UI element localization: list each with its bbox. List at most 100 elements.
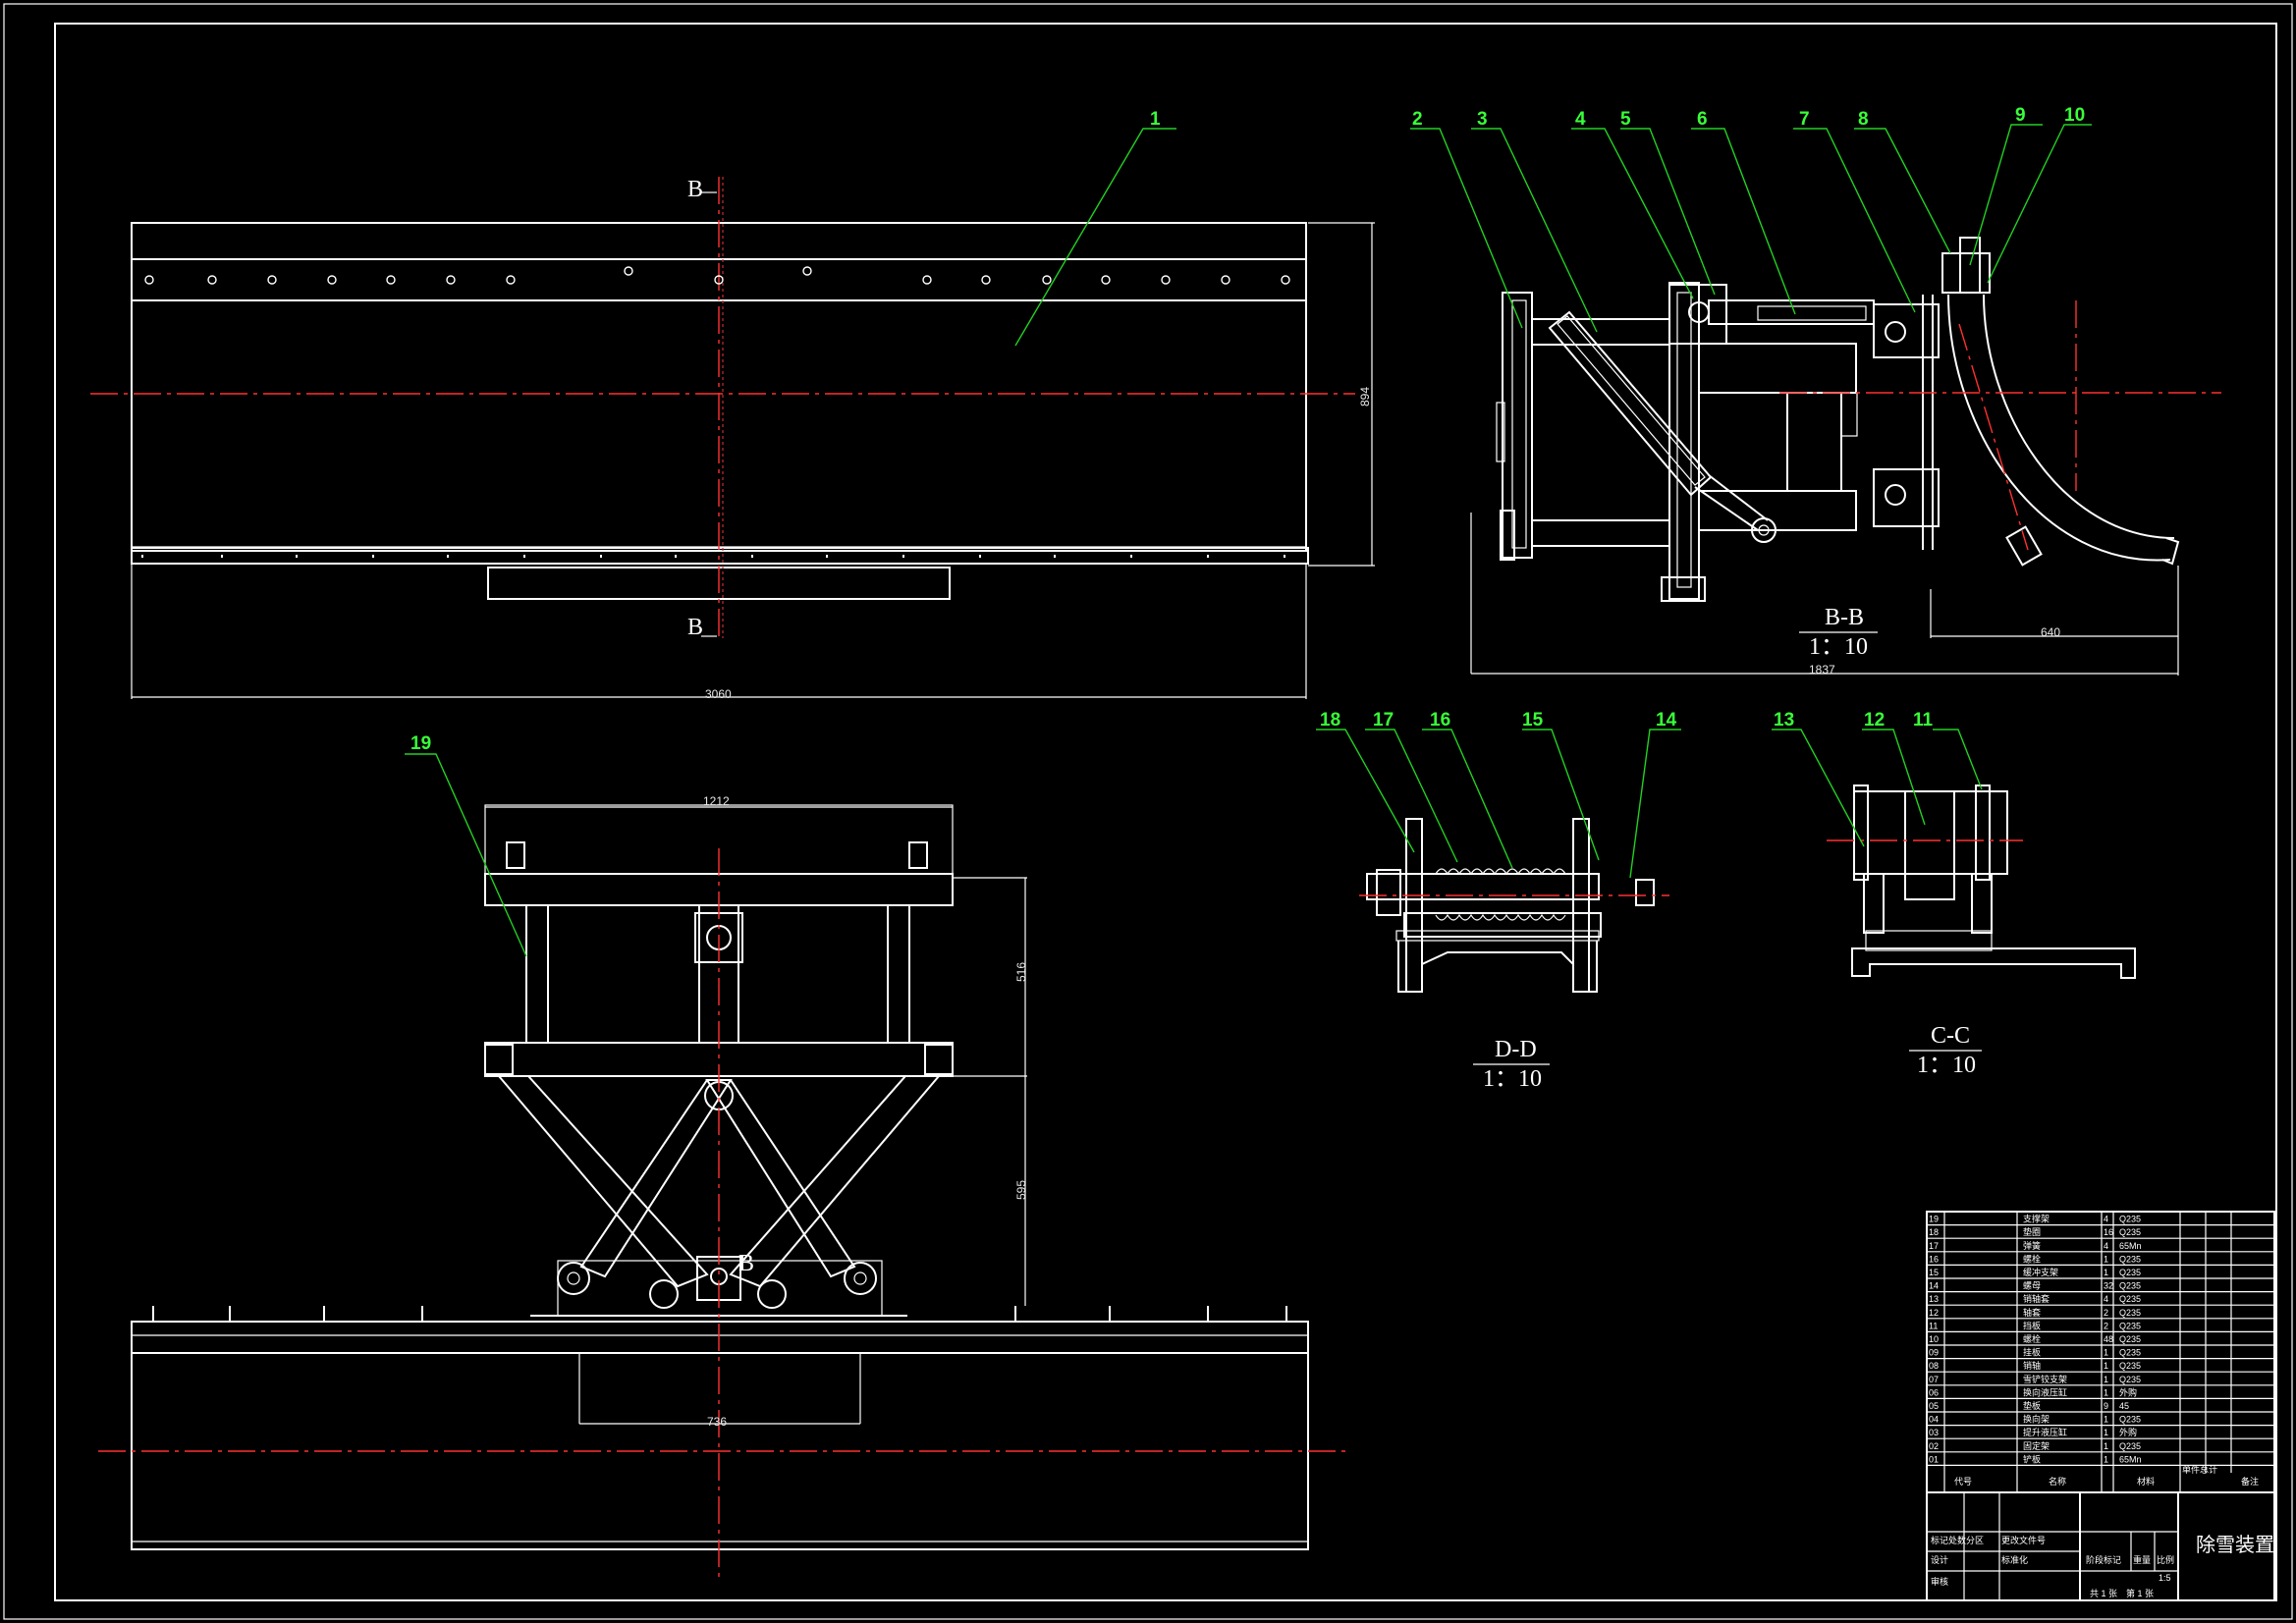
blade-holes <box>144 266 1290 285</box>
bom-cell-qty: 48 <box>2104 1334 2113 1344</box>
bom-cell-material: Q235 <box>2119 1321 2141 1330</box>
bom-cell-no: 14 <box>1929 1281 1939 1291</box>
bom-cell-name: 提升液压缸 <box>2023 1427 2067 1437</box>
bom-cell-name: 螺栓 <box>2023 1253 2041 1264</box>
tb-stage: 阶段标记 <box>2086 1554 2121 1565</box>
tb-scale: 1:5 <box>2159 1573 2171 1583</box>
bom-cell-qty: 1 <box>2104 1268 2108 1277</box>
bom-cell-name: 换向架 <box>2023 1414 2050 1425</box>
bom-cell-material: Q235 <box>2119 1348 2141 1358</box>
balloon-19: 19 <box>410 733 431 754</box>
bom-header-total: 单件总计 <box>2182 1464 2217 1475</box>
bom-cell-name: 缓冲支架 <box>2023 1267 2058 1277</box>
bom-cell-name: 垫圈 <box>2023 1226 2041 1237</box>
bom-cell-qty: 1 <box>2104 1415 2108 1425</box>
bom-cell-no: 04 <box>1929 1415 1939 1425</box>
dim-top-height: 894 <box>1358 387 1372 406</box>
outer-border <box>3 3 2293 1620</box>
bom-cell-name: 固定架 <box>2023 1440 2050 1451</box>
section-dd-name: D-D <box>1495 1037 1537 1062</box>
tb-weight: 重量 <box>2133 1554 2151 1565</box>
dim-front-width: 1212 <box>703 794 730 808</box>
bom-cell-qty: 1 <box>2104 1254 2108 1264</box>
title-block: 标记处数分区 更改文件号 设计 标准化 审核 阶段标记 重量 比例 1:5 共 … <box>1926 1491 2275 1601</box>
bom-cell-no: 06 <box>1929 1387 1939 1397</box>
bom-cell-name: 弹簧 <box>2023 1240 2041 1251</box>
bom-cell-name: 雪铲铰支架 <box>2023 1374 2067 1384</box>
bom-cell-material: Q235 <box>2119 1215 2141 1224</box>
balloon-16: 16 <box>1430 710 1450 730</box>
cut-mark-bottom: B <box>687 615 703 640</box>
bom-cell-qty: 9 <box>2104 1401 2108 1411</box>
bom-cell-qty: 2 <box>2104 1308 2108 1318</box>
bom-cell-material: Q235 <box>2119 1281 2141 1291</box>
dim-front-lower: 595 <box>1014 1180 1028 1200</box>
bom-cell-name: 销轴套 <box>2023 1293 2050 1304</box>
bom-cell-no: 17 <box>1929 1241 1939 1251</box>
bom-cell-no: 02 <box>1929 1441 1939 1451</box>
cut-mark-top: B <box>687 177 703 202</box>
balloon-12: 12 <box>1864 710 1885 730</box>
bom-cell-name: 铲板 <box>2023 1453 2041 1464</box>
bom-cell-name: 螺母 <box>2023 1281 2041 1291</box>
bom-cell-qty: 16 <box>2104 1227 2113 1237</box>
bom-cell-material: Q235 <box>2119 1375 2141 1384</box>
dim-top-width: 3060 <box>705 687 732 701</box>
bom-cell-qty: 1 <box>2104 1361 2108 1371</box>
bom-cell-no: 03 <box>1929 1428 1939 1437</box>
bom-cell-name: 销轴 <box>2023 1360 2041 1371</box>
balloon-9: 9 <box>2015 105 2026 126</box>
balloon-10: 10 <box>2064 105 2085 126</box>
bom-cell-qty: 1 <box>2104 1441 2108 1451</box>
section-cc-scale: 1：10 <box>1917 1053 1976 1078</box>
dim-front-base: 736 <box>707 1415 727 1429</box>
drawing-title: 除雪装置 <box>2196 1534 2274 1556</box>
balloon-15: 15 <box>1522 710 1544 730</box>
bom-cell-name: 螺栓 <box>2023 1333 2041 1344</box>
bom-cell-qty: 1 <box>2104 1348 2108 1358</box>
tb-change-file: 更改文件号 <box>2001 1535 2046 1545</box>
bom-cell-no: 16 <box>1929 1254 1939 1264</box>
top-view: B B 3060 894 <box>90 177 1375 701</box>
balloon-13: 13 <box>1774 710 1794 730</box>
dim-bb-total: 1837 <box>1809 663 1835 676</box>
bom-cell-material: Q235 <box>2119 1268 2141 1277</box>
bom-cell-material: Q235 <box>2119 1415 2141 1425</box>
bom-cell-material: Q235 <box>2119 1308 2141 1318</box>
bom-cell-material: 65Mn <box>2119 1454 2142 1464</box>
bom-cell-name: 挂板 <box>2023 1347 2041 1358</box>
bom-cell-no: 12 <box>1929 1308 1939 1318</box>
balloon-1: 1 <box>1150 109 1161 130</box>
balloon-3: 3 <box>1477 109 1488 130</box>
bom-cell-qty: 4 <box>2104 1294 2108 1304</box>
bom-cell-name: 支撑架 <box>2023 1214 2050 1224</box>
bom-cell-qty: 32 <box>2104 1281 2113 1291</box>
bom-cell-qty: 4 <box>2104 1215 2108 1224</box>
bom-header-note: 备注 <box>2241 1476 2259 1487</box>
bom-cell-material: 外购 <box>2119 1427 2137 1437</box>
bom-cell-material: Q235 <box>2119 1441 2141 1451</box>
bom-cell-name: 轴套 <box>2023 1307 2041 1318</box>
balloon-6: 6 <box>1697 109 1708 130</box>
balloon-2: 2 <box>1412 109 1423 130</box>
bom-cell-qty: 1 <box>2104 1375 2108 1384</box>
bom-cell-no: 10 <box>1929 1334 1939 1344</box>
bom-header-name: 名称 <box>2049 1476 2066 1487</box>
balloon-7: 7 <box>1799 109 1810 130</box>
section-bb-scale: 1：10 <box>1809 634 1868 660</box>
bom-cell-qty: 1 <box>2104 1454 2108 1464</box>
balloon-8: 8 <box>1858 109 1869 130</box>
front-studs <box>152 1306 1287 1322</box>
bom-cell-no: 18 <box>1929 1227 1939 1237</box>
bom-cell-material: 45 <box>2119 1401 2129 1411</box>
bom-cell-no: 11 <box>1929 1321 1938 1330</box>
section-dd-scale: 1：10 <box>1483 1066 1542 1092</box>
bom-cell-name: 挡板 <box>2023 1320 2041 1330</box>
bom-cell-name: 换向液压缸 <box>2023 1386 2067 1397</box>
bom-cell-no: 09 <box>1929 1348 1939 1358</box>
bom-cell-material: Q235 <box>2119 1294 2141 1304</box>
tb-design: 设计 <box>1931 1554 1948 1565</box>
blade-rivets <box>141 555 1285 558</box>
